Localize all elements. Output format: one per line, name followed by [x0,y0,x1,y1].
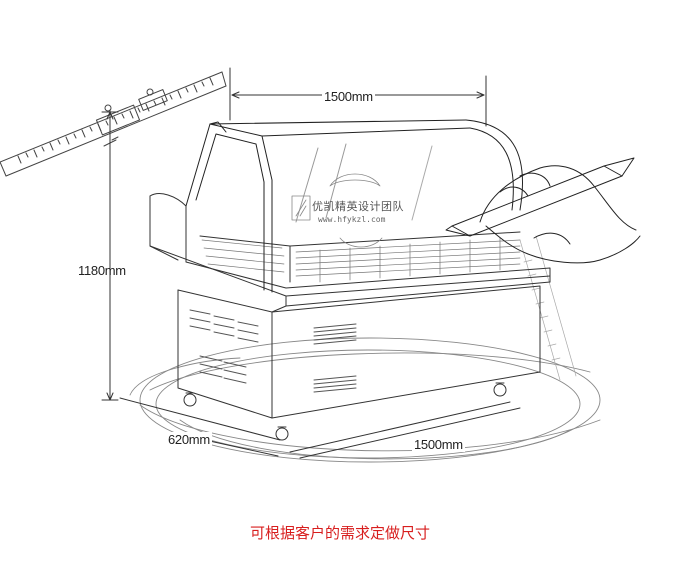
dimension-top-width: 1500mm [322,89,375,104]
cabinet-body [149,193,551,307]
hand-with-pencil [445,157,641,264]
diagonal-ruler [0,71,227,177]
dimension-bottom-width: 1500mm [412,437,465,452]
watermark-url: www.hfykzl.com [318,215,386,224]
glass-canopy [185,119,524,293]
watermark-brand: 优凯精英设计团队 [312,200,404,213]
cabinet-base [177,281,551,441]
caption: 可根据客户的需求定做尺寸 [249,524,430,542]
dimension-height: 1180mm [78,263,126,278]
floor-arcs [129,337,601,463]
background-ruler [519,235,577,381]
watermark-emblem [291,173,383,248]
dimension-depth: 620mm [166,432,212,447]
dimension-lines [101,67,521,459]
